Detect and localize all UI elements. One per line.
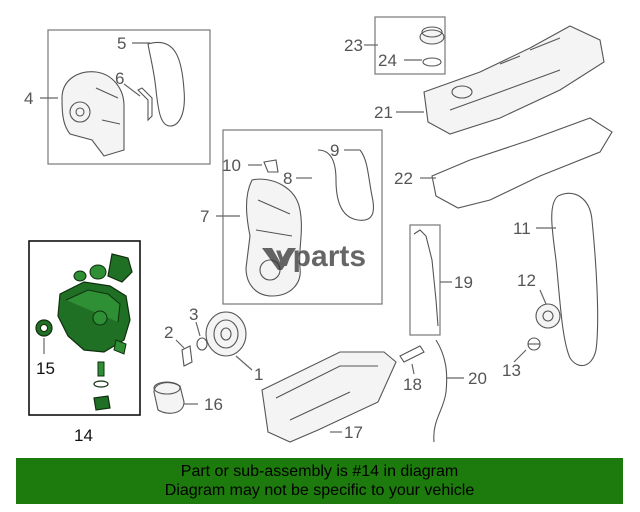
banner-line-2: Diagram may not be specific to your vehi… <box>164 482 475 499</box>
callout-5[interactable]: 5 <box>117 34 126 53</box>
callout-11[interactable]: 11 <box>513 219 531 238</box>
timing-belt-upper-part <box>147 41 185 127</box>
pulley-washer-part <box>196 337 208 351</box>
callout-10[interactable]: 10 <box>222 156 241 175</box>
callout-1[interactable]: 1 <box>254 365 263 384</box>
cap-gasket-part <box>422 57 442 67</box>
group-box-4 <box>47 29 211 165</box>
callout-21[interactable]: 21 <box>374 103 393 122</box>
callout-18[interactable]: 18 <box>403 375 422 394</box>
callout-7[interactable]: 7 <box>200 207 209 226</box>
tube-bracket-part <box>399 345 425 363</box>
gasket-6-part <box>137 87 153 122</box>
callout-6[interactable]: 6 <box>115 69 124 88</box>
callout-2[interactable]: 2 <box>164 323 173 342</box>
callout-4[interactable]: 4 <box>24 89 33 108</box>
callout-19[interactable]: 19 <box>454 273 473 292</box>
group-box-14 <box>28 240 141 416</box>
gasket-10-part <box>263 159 279 173</box>
valve-cover-gasket-part <box>431 117 613 209</box>
tensioner-bolt-part <box>527 337 541 351</box>
group-box-7 <box>222 129 383 305</box>
oil-pump-assembly-highlight <box>35 253 133 411</box>
dipstick-part <box>413 229 439 327</box>
callout-24[interactable]: 24 <box>378 51 397 70</box>
callout-12[interactable]: 12 <box>517 271 536 290</box>
callout-16[interactable]: 16 <box>204 395 223 414</box>
callout-22[interactable]: 22 <box>394 169 413 188</box>
callout-23[interactable]: 23 <box>344 36 363 55</box>
callout-14[interactable]: 14 <box>74 426 93 445</box>
svg-text:vparts: vparts <box>276 240 366 273</box>
timing-cover-part <box>61 71 125 157</box>
callout-17[interactable]: 17 <box>344 423 363 442</box>
vparts-watermark-logo: vparts <box>262 240 366 273</box>
pulley-bolt-part <box>181 345 193 367</box>
vehicle-fit-banner: Part or sub-assembly is #14 in diagram D… <box>16 458 623 504</box>
belt-cover-part <box>245 178 302 297</box>
callout-3[interactable]: 3 <box>189 305 198 324</box>
oil-filter-part <box>153 381 185 414</box>
valve-cover-part <box>423 25 605 135</box>
oil-filler-cap-part <box>419 26 445 45</box>
group-box-19 <box>409 224 441 336</box>
callout-13[interactable]: 13 <box>502 361 521 380</box>
timing-belt-part <box>551 192 599 367</box>
cover-seal-part <box>317 149 375 221</box>
dipstick-tube-part <box>433 339 448 443</box>
callout-20[interactable]: 20 <box>468 369 487 388</box>
callout-9[interactable]: 9 <box>330 141 339 160</box>
tensioner-part <box>535 303 561 329</box>
crank-pulley-part <box>205 311 247 357</box>
oil-pan-part <box>261 351 397 443</box>
callout-8[interactable]: 8 <box>283 169 292 188</box>
banner-line-1: Part or sub-assembly is #14 in diagram <box>180 463 459 480</box>
parts-diagram: 4 5 6 7 8 9 10 vparts 23 24 21 22 11 <box>24 16 613 445</box>
callout-15[interactable]: 15 <box>36 359 55 378</box>
